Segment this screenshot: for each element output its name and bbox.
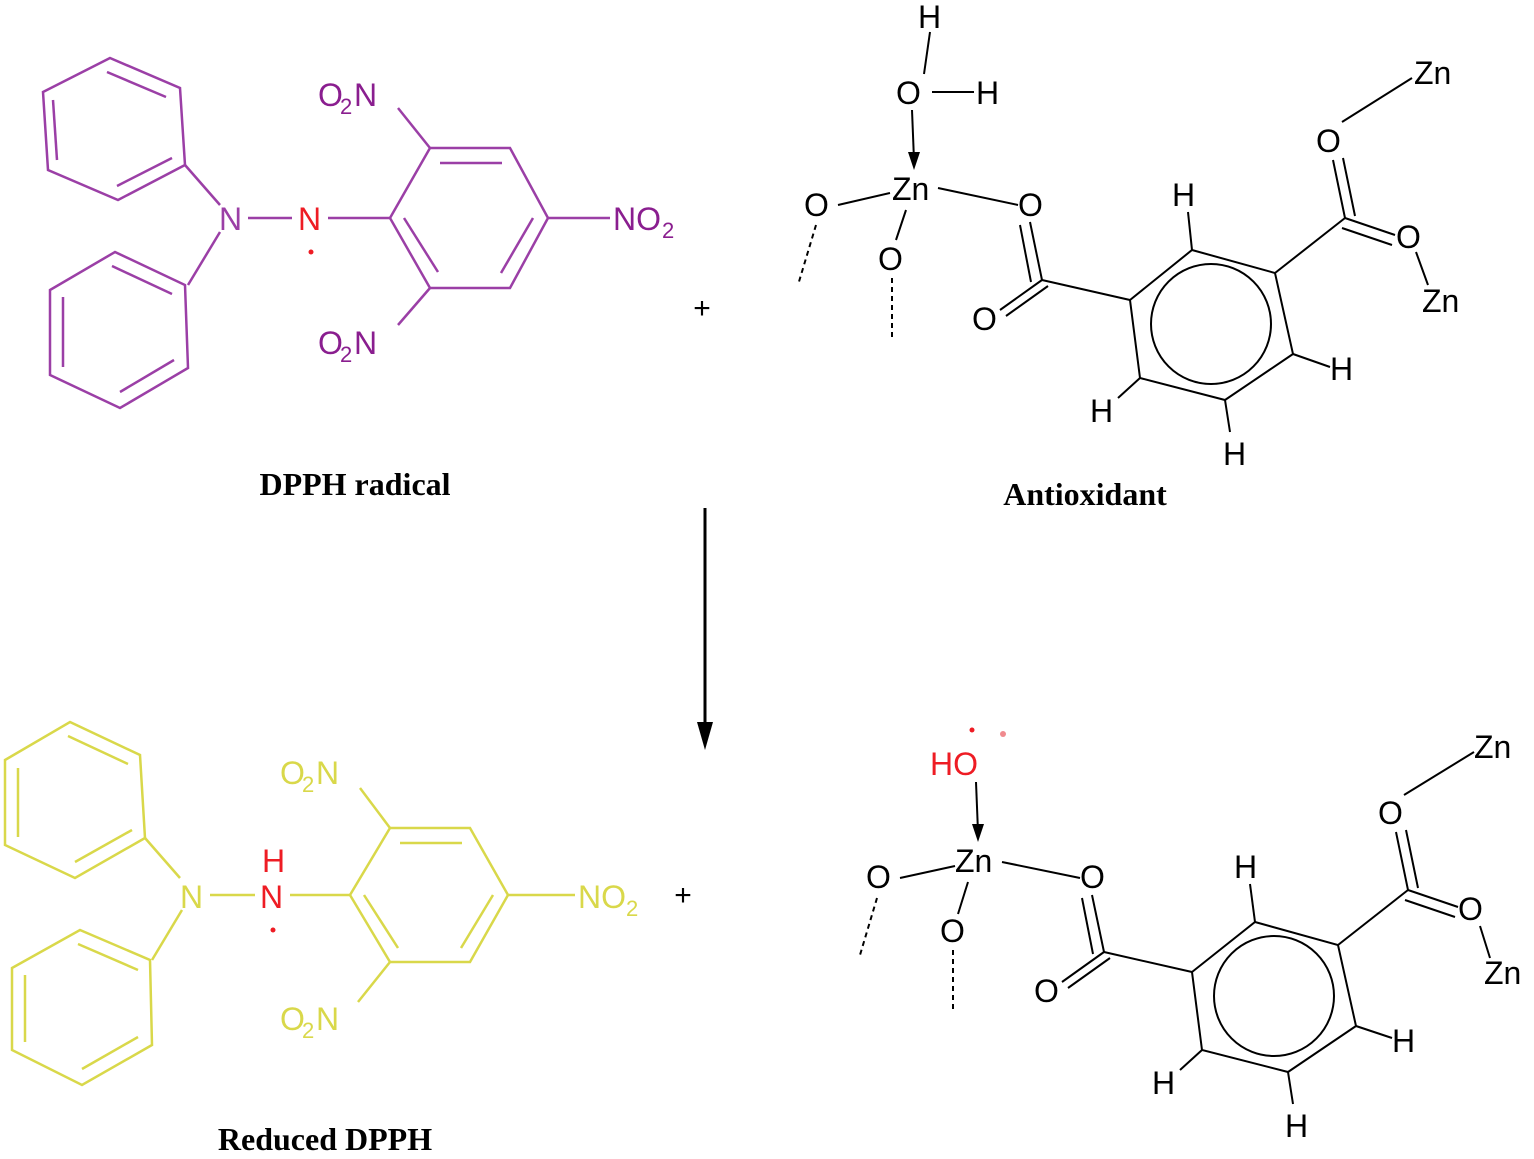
- reduced-nitro-top-n: N: [316, 755, 339, 791]
- dpph-radical-caption: DPPH radical: [259, 466, 450, 502]
- dpph-radical-molecule: [41, 56, 610, 410]
- nitro-right-sub: 2: [662, 218, 674, 243]
- product-o-carboxyl-double: O: [1034, 973, 1059, 1009]
- antioxidant-benzene: [1128, 248, 1295, 402]
- plus-sign-bottom: +: [674, 879, 692, 912]
- product-h-right: H: [1392, 1023, 1415, 1059]
- product-o-carboxyl-top: O: [1080, 859, 1105, 895]
- lower-phenyl-ring: [48, 250, 190, 410]
- upper-phenyl-ring: [41, 56, 187, 202]
- reduced-picryl-ring: [348, 826, 510, 964]
- product-h-left: H: [1152, 1065, 1175, 1101]
- h-top: H: [1172, 177, 1195, 213]
- radical-dot: [308, 249, 314, 255]
- reduced-dpph-atoms: N H N O 2 N NO 2 O 2 N: [180, 755, 638, 1043]
- reduced-lower-phenyl: [10, 928, 154, 1087]
- product-h-bottom: H: [1285, 1108, 1308, 1144]
- nitro-bottom-sub: 2: [340, 342, 352, 367]
- reduced-dpph-caption: Reduced DPPH: [218, 1121, 432, 1157]
- o-bottom: O: [878, 241, 903, 277]
- reduced-dpph-molecule: [3, 720, 575, 1087]
- picryl-ring: [388, 146, 550, 290]
- reduced-nitro-right-no: NO: [578, 879, 626, 915]
- nitro-top-sub: 2: [340, 94, 352, 119]
- product-o-right: O: [1458, 891, 1483, 927]
- reduced-h-label: H: [262, 843, 285, 879]
- nitro-top-o: O: [318, 77, 343, 113]
- water-h-right: H: [976, 75, 999, 111]
- hydroxyl-ho: HO: [930, 746, 978, 782]
- product-o-bottom: O: [940, 913, 965, 949]
- product-o-right-double: O: [1378, 795, 1403, 831]
- o-right-double: O: [1316, 123, 1341, 159]
- zn-top-right: Zn: [1414, 55, 1451, 91]
- o-carboxyl-double: O: [972, 301, 997, 337]
- nitro-right-no: NO: [613, 201, 661, 237]
- reduced-nh-n: N: [260, 879, 283, 915]
- reaction-arrow: [697, 508, 713, 750]
- oxidized-product-atoms: HO Zn O O O O H H H H O O Zn Zn: [866, 727, 1521, 1144]
- nitro-bottom-o: O: [318, 325, 343, 361]
- dpph-radical-atoms: N N O 2 N NO 2 O 2 N: [219, 77, 674, 367]
- water-o: O: [896, 75, 921, 111]
- hydroxyl-dot-1: [969, 727, 975, 733]
- zn-center: Zn: [892, 171, 929, 207]
- antioxidant-molecule: [797, 31, 1429, 433]
- nitro-bottom-n: N: [354, 325, 377, 361]
- h-bottom: H: [1223, 436, 1246, 472]
- product-o-left: O: [866, 859, 891, 895]
- product-zn-top-right: Zn: [1474, 729, 1511, 765]
- oxidized-product-molecule: [859, 751, 1491, 1105]
- reduced-upper-phenyl: [3, 720, 147, 880]
- reduced-nitro-bottom-sub: 2: [302, 1018, 314, 1043]
- reduced-nitro-right-sub: 2: [626, 896, 638, 921]
- o-left: O: [804, 187, 829, 223]
- h-left: H: [1090, 393, 1113, 429]
- antioxidant-atoms: H O H Zn O O O O H H H H O O Zn Zn: [804, 0, 1459, 472]
- radical-n-label: N: [298, 201, 321, 237]
- product-benzene: [1190, 920, 1358, 1074]
- plus-sign-top: +: [693, 292, 711, 325]
- h-right: H: [1330, 351, 1353, 387]
- o-right: O: [1396, 219, 1421, 255]
- reduced-nitro-top-o: O: [280, 755, 305, 791]
- reduced-amine-n: N: [180, 879, 203, 915]
- product-zn-right: Zn: [1484, 955, 1521, 991]
- water-h-top: H: [918, 0, 941, 35]
- o-carboxyl-top: O: [1018, 187, 1043, 223]
- reduced-nitro-bottom-o: O: [280, 1001, 305, 1037]
- nitro-top-n: N: [354, 77, 377, 113]
- zn-right: Zn: [1422, 283, 1459, 319]
- antioxidant-caption: Antioxidant: [1003, 476, 1167, 512]
- reduced-nitro-bottom-n: N: [316, 1001, 339, 1037]
- amine-n-label: N: [219, 201, 242, 237]
- product-zn-center: Zn: [955, 843, 992, 879]
- hydroxyl-dot-2: [1000, 731, 1006, 737]
- product-h-top: H: [1234, 849, 1257, 885]
- reduced-nitro-top-sub: 2: [302, 772, 314, 797]
- reduced-dot: [270, 927, 276, 933]
